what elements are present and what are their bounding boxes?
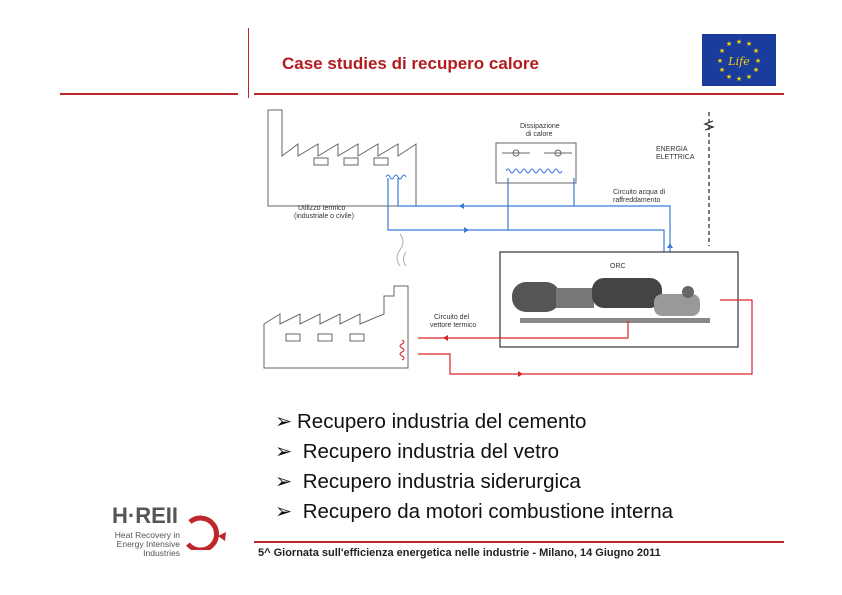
svg-text:★: ★	[755, 57, 761, 65]
dissipazione-label-1: Dissipazione	[520, 123, 560, 130]
circuito-acqua-label-1: Circuito acqua di	[613, 189, 666, 196]
hreii-logo-name: H·REII	[112, 503, 178, 528]
eu-life-logo: ★★★ ★★★ ★★★ ★★★ Life	[702, 34, 776, 86]
svg-text:★: ★	[753, 66, 759, 74]
hreii-logo-icon	[186, 515, 226, 550]
svg-text:★: ★	[719, 66, 725, 74]
life-wordmark: Life	[727, 55, 750, 68]
utilizzo-label-1: Utilizzo termico	[298, 205, 346, 212]
header-rule-right	[254, 93, 784, 95]
arrow-bullet-icon: ➢	[275, 410, 293, 433]
hreii-logo-subtitle: Heat Recovery in Energy Intensive Indust…	[114, 530, 180, 558]
svg-text:★: ★	[726, 73, 732, 81]
bullet-item: ➢ Recupero da motori combustione interna	[275, 497, 673, 527]
bullet-item: ➢ Recupero industria del vetro	[275, 437, 673, 467]
electric-line-icon	[703, 112, 715, 246]
bullet-item: ➢ Recupero industria siderurgica	[275, 467, 673, 497]
orc-heat-recovery-diagram: Utilizzo termico (industriale o civile) …	[263, 109, 753, 377]
orc-label: ORC	[610, 263, 626, 270]
svg-text:★: ★	[753, 47, 759, 55]
circuito-acqua-label-2: raffreddamento	[613, 197, 660, 204]
cooling-unit-icon	[495, 142, 577, 184]
orc-turbine-icon	[512, 278, 710, 323]
svg-text:★: ★	[746, 40, 752, 48]
arrow-bullet-icon: ➢	[275, 500, 293, 523]
circuito-vettore-label-2: vettore termico	[430, 322, 476, 329]
footer-text: 5^ Giornata sull'efficienza energetica n…	[258, 547, 661, 559]
thermal-circuit	[418, 299, 753, 375]
bullet-item: ➢Recupero industria del cemento	[275, 407, 673, 437]
bullet-text: Recupero industria del cemento	[297, 410, 587, 433]
bullet-text: Recupero industria siderurgica	[297, 470, 581, 493]
footer-rule	[254, 541, 784, 543]
heat-exchanger-coil-icon	[399, 339, 405, 361]
svg-text:★: ★	[736, 75, 742, 83]
svg-text:★: ★	[719, 47, 725, 55]
eu-stars-icon: ★★★ ★★★ ★★★ ★★★ Life	[717, 38, 761, 83]
bullet-text: Recupero da motori combustione interna	[297, 500, 674, 523]
slide-title: Case studies di recupero calore	[282, 54, 539, 73]
energia-label-1: ENERGIA	[656, 146, 688, 153]
factory-bottom-icon	[263, 233, 409, 369]
header-vertical-rule	[248, 28, 249, 98]
bullet-text: Recupero industria del vetro	[297, 440, 560, 463]
energia-label-2: ELETTRICA	[656, 154, 695, 161]
circuito-vettore-label-1: Circuito del	[434, 314, 469, 321]
water-flow-arrows	[459, 203, 673, 248]
svg-text:★: ★	[736, 38, 742, 46]
svg-text:★: ★	[746, 73, 752, 81]
factory-top-icon	[267, 109, 417, 207]
thermal-flow-arrows	[443, 335, 523, 377]
utilizzo-label-2: (industriale o civile)	[294, 213, 354, 220]
svg-text:★: ★	[726, 40, 732, 48]
arrow-bullet-icon: ➢	[275, 470, 293, 493]
arrow-bullet-icon: ➢	[275, 440, 293, 463]
dissipazione-label-2: di calore	[526, 131, 553, 138]
header-rule-left	[60, 93, 238, 95]
bullet-list: ➢Recupero industria del cemento ➢ Recupe…	[275, 407, 673, 527]
svg-text:★: ★	[717, 57, 723, 65]
